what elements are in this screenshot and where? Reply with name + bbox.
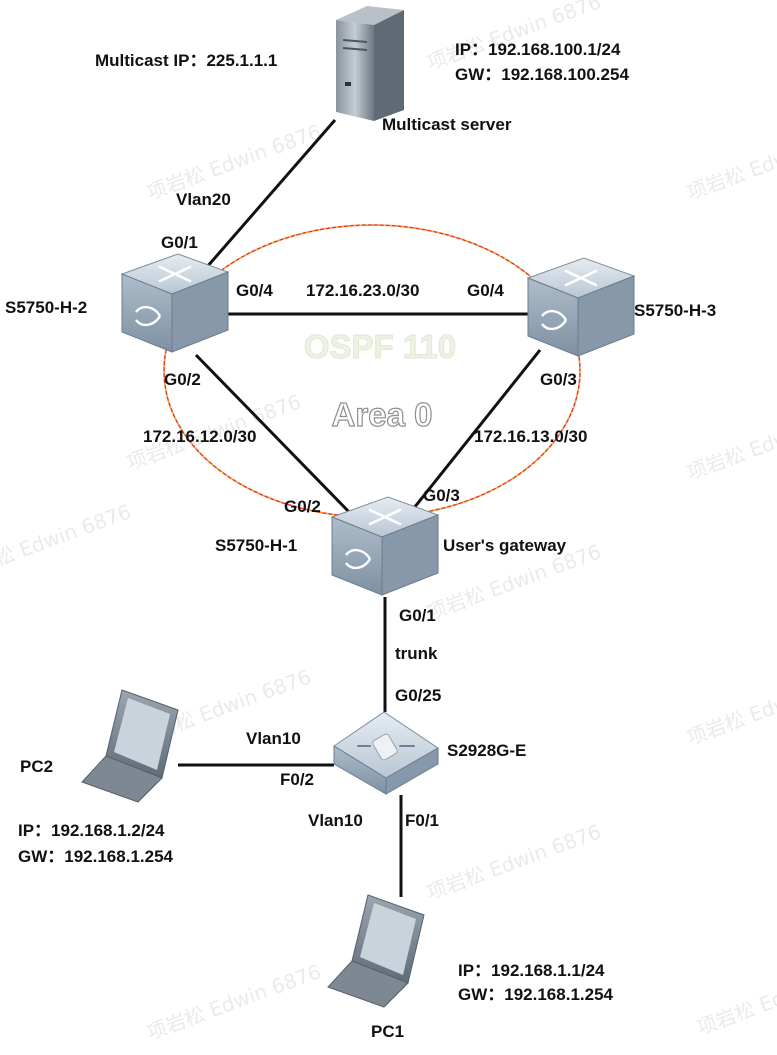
link-server-h2 bbox=[198, 119, 337, 276]
vlan10-pc1-label: Vlan10 bbox=[308, 811, 363, 830]
laptop-pc1-icon[interactable] bbox=[327, 894, 425, 1008]
switch-h1-icon[interactable] bbox=[330, 496, 440, 596]
watermark-text: 项岩松 Edwin 6876 bbox=[144, 959, 325, 1044]
pc1-gw: GW：192.168.1.254 bbox=[458, 985, 614, 1004]
access-f01-label: F0/1 bbox=[405, 811, 439, 830]
ospf-area-ellipse bbox=[163, 224, 581, 518]
laptop-pc2-icon[interactable] bbox=[81, 689, 179, 803]
vlan20-label: Vlan20 bbox=[176, 190, 231, 209]
watermark-text: 项岩松 Edwin 6876 bbox=[0, 499, 134, 584]
server-gw: GW：192.168.100.254 bbox=[455, 65, 629, 84]
h1-g02-label: G0/2 bbox=[284, 497, 321, 516]
ospf-area-ellipse-dash bbox=[163, 224, 581, 518]
server-icon[interactable] bbox=[336, 6, 404, 121]
pc2-name: PC2 bbox=[20, 757, 53, 776]
watermark-text: 项岩松 Edwin 6876 bbox=[684, 399, 777, 484]
pc1-ip: IP：192.168.1.1/24 bbox=[458, 961, 605, 980]
watermark-text: 项岩松 Edwin 6876 bbox=[684, 119, 777, 204]
pc2-gw: GW：192.168.1.254 bbox=[18, 847, 174, 866]
h2-g02-label: G0/2 bbox=[164, 370, 201, 389]
h1-g03-label: G0/3 bbox=[423, 486, 460, 505]
switch-h2-name: S5750-H-2 bbox=[5, 298, 87, 317]
trunk-label: trunk bbox=[395, 644, 438, 663]
access-switch-name: S2928G-E bbox=[447, 741, 526, 760]
h3-g03-label: G0/3 bbox=[540, 370, 577, 389]
access-switch-icon[interactable] bbox=[333, 711, 439, 795]
server-ip: IP：192.168.100.1/24 bbox=[455, 40, 621, 59]
pc1-name: PC1 bbox=[371, 1022, 404, 1041]
subnet-23-label: 172.16.23.0/30 bbox=[306, 281, 419, 300]
ospf-process-label: OSPF 110 bbox=[304, 328, 456, 365]
switch-arrows-icon bbox=[158, 265, 192, 283]
h3-g04-label: G0/4 bbox=[467, 281, 504, 300]
switch-h3-icon[interactable] bbox=[526, 257, 636, 357]
watermark-text: 项岩松 Edwin 6876 bbox=[684, 664, 777, 749]
access-f02-label: F0/2 bbox=[280, 770, 314, 789]
switch-arrows-icon bbox=[368, 508, 402, 526]
link-h2-h1 bbox=[194, 353, 354, 517]
watermark-text: 项岩松 Edwin 6876 bbox=[424, 819, 605, 904]
switch-h2-icon[interactable] bbox=[120, 253, 230, 353]
switch-h1-name: S5750-H-1 bbox=[215, 536, 297, 555]
h2-g01-label: G0/1 bbox=[161, 233, 198, 252]
switch-h3-name: S5750-H-3 bbox=[634, 301, 716, 320]
h2-g04-label: G0/4 bbox=[236, 281, 273, 300]
watermark-text: 项岩松 Edwin 6876 bbox=[424, 0, 605, 75]
switch-h1-role: User's gateway bbox=[443, 536, 567, 555]
server-name: Multicast server bbox=[382, 115, 512, 134]
link-layer bbox=[178, 119, 542, 897]
switch-arrows-icon bbox=[564, 269, 598, 287]
vlan10-pc2-label: Vlan10 bbox=[246, 729, 301, 748]
subnet-12-label: 172.16.12.0/30 bbox=[143, 427, 256, 446]
server-multicast-ip: Multicast IP：225.1.1.1 bbox=[95, 51, 277, 70]
subnet-13-label: 172.16.13.0/30 bbox=[474, 427, 587, 446]
watermark-text: 项岩松 Edwin 6876 bbox=[694, 954, 777, 1039]
link-h3-h1 bbox=[408, 349, 542, 514]
h1-g01-label: G0/1 bbox=[399, 606, 436, 625]
ospf-area-label: Area 0 bbox=[332, 396, 433, 433]
pc2-ip: IP：192.168.1.2/24 bbox=[18, 821, 165, 840]
access-g025-label: G0/25 bbox=[395, 686, 441, 705]
